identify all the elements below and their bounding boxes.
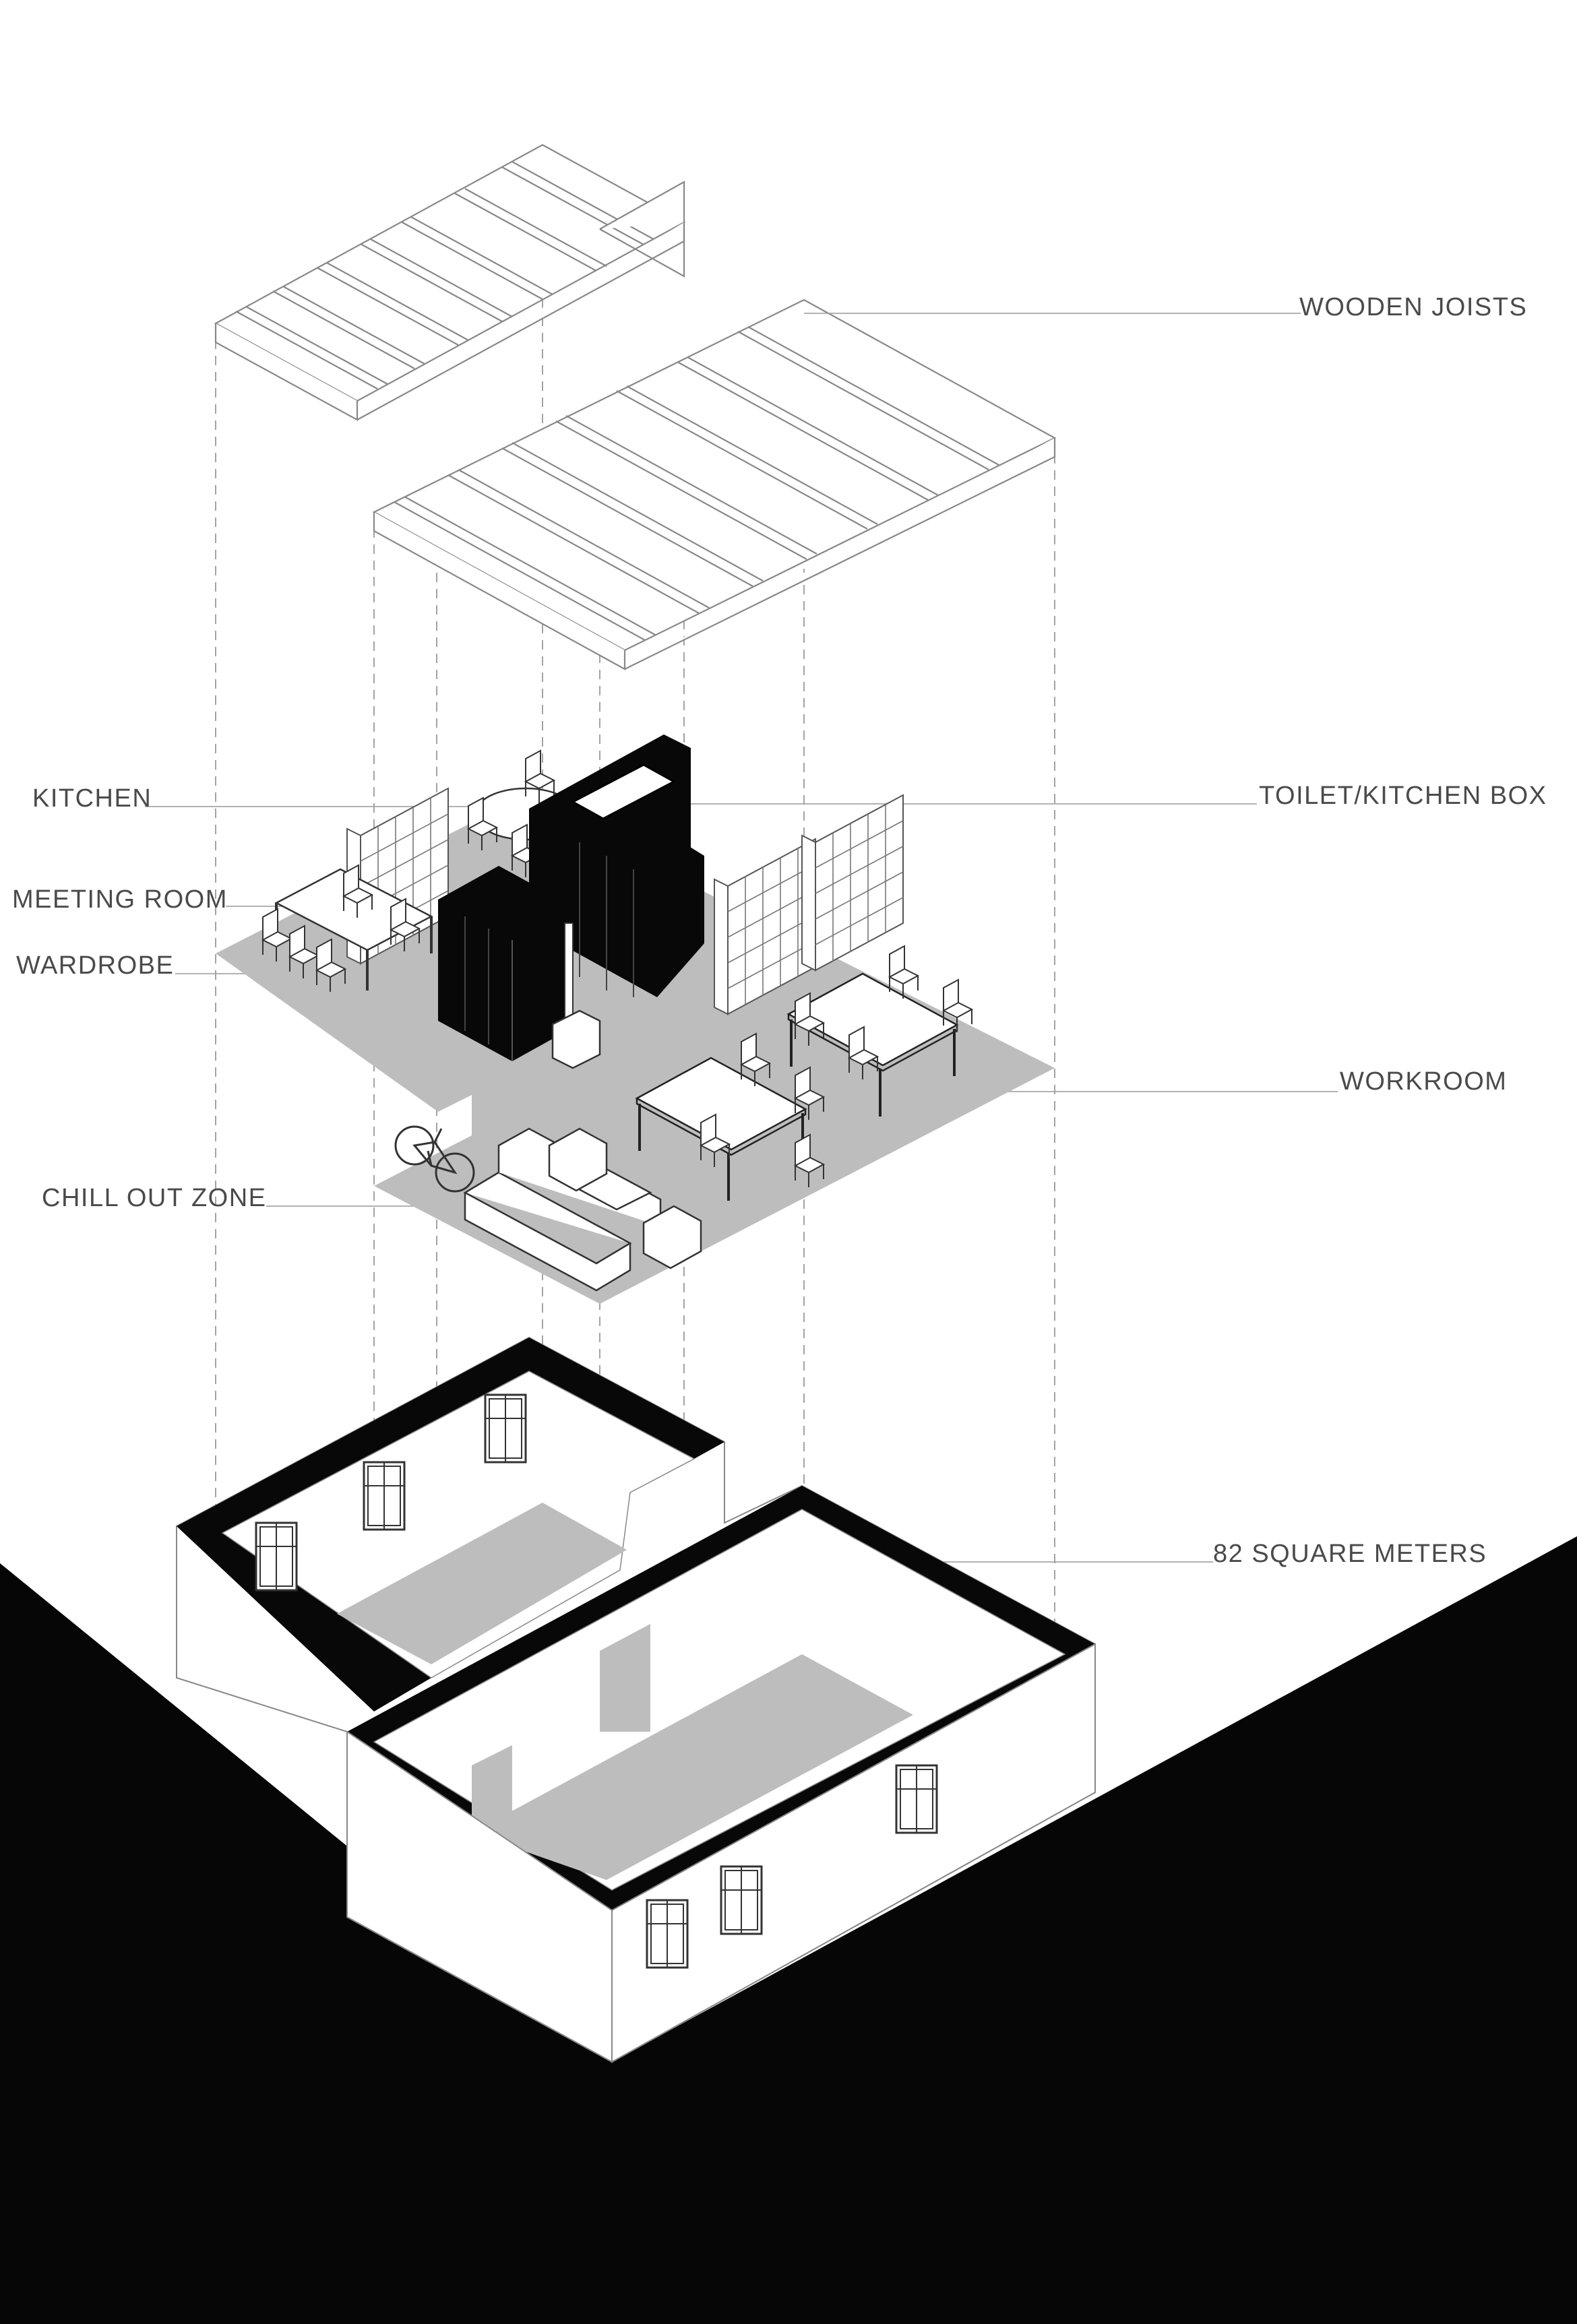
label-kitchen: KITCHEN xyxy=(32,784,152,813)
label-wardrobe: WARDROBE xyxy=(16,951,174,980)
upper-room-floor xyxy=(337,1503,627,1664)
sofa-icon xyxy=(463,1171,632,1292)
label-area: 82 SQUARE METERS xyxy=(1213,1540,1487,1568)
diagram-labels: WOODEN JOISTS KITCHEN TOILET/KITCHEN BOX… xyxy=(12,293,1547,1568)
chill-out-zone-furniture xyxy=(394,1125,702,1292)
meeting-table xyxy=(262,865,433,993)
stove-icon xyxy=(551,922,601,1069)
wooden-joists-lower xyxy=(372,299,1057,670)
label-meeting-room: MEETING ROOM xyxy=(12,885,228,914)
ground-plane xyxy=(0,1536,1577,2324)
wooden-joists-upper xyxy=(214,144,686,421)
wardrobe-box xyxy=(438,866,573,1061)
label-wooden-joists: WOODEN JOISTS xyxy=(1299,293,1527,321)
label-toilet-kitchen-box: TOILET/KITCHEN BOX xyxy=(1259,782,1547,810)
lower-room-floor xyxy=(472,1654,913,1880)
label-chill-out-zone: CHILL OUT ZONE xyxy=(42,1184,267,1212)
workroom-bookshelf-2 xyxy=(801,794,904,971)
bicycle-icon xyxy=(394,1125,475,1193)
label-workroom: WORKROOM xyxy=(1340,1067,1507,1096)
window-icon xyxy=(363,1461,406,1531)
building-shell xyxy=(176,1336,1096,2063)
